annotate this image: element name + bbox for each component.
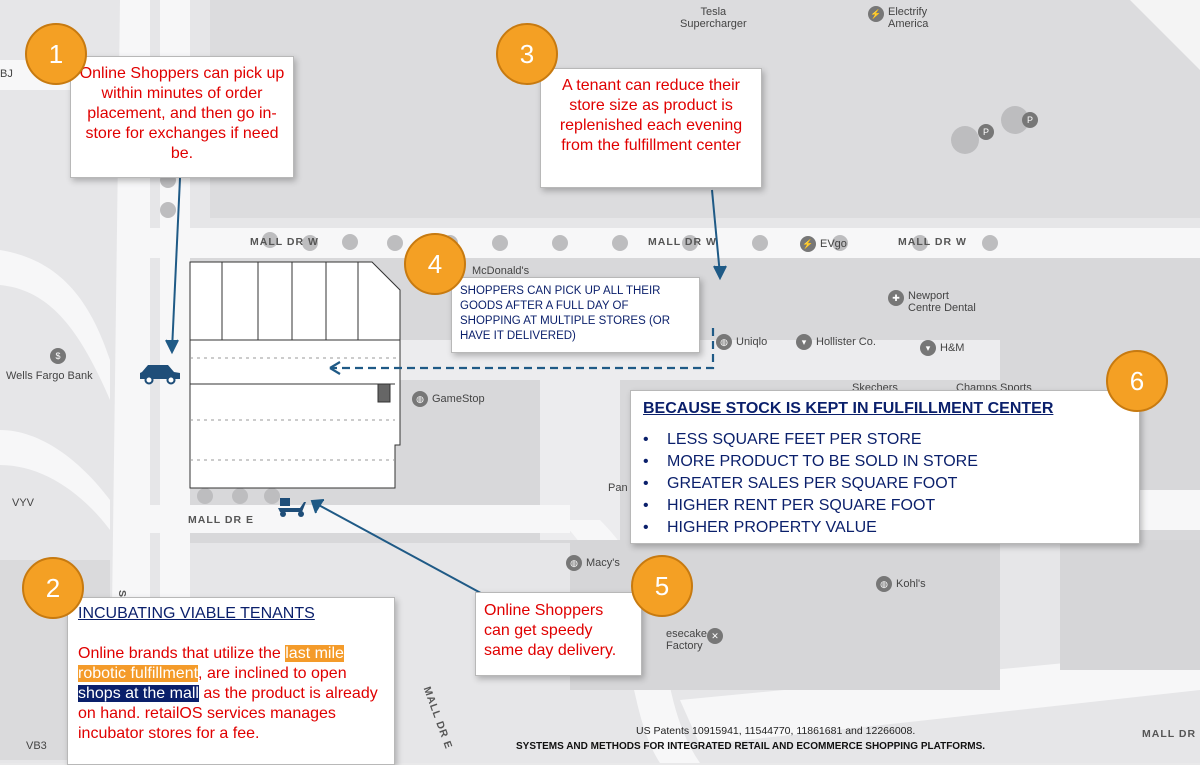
- poi-newport-centre-dental: ✚Newport Centre Dental: [888, 290, 976, 314]
- poi-macys: ◍ Macy's: [566, 555, 620, 571]
- callout-6-title: BECAUSE STOCK IS KEPT IN FULFILLMENT CEN…: [643, 400, 1054, 417]
- shirt-icon: ▾: [920, 340, 936, 356]
- poi-kohls-label: Kohl's: [896, 577, 926, 590]
- poi-uniqlo: ◍ Uniqlo: [716, 334, 767, 350]
- poi-cheesecake-factory: esecake Factory✕: [666, 628, 727, 652]
- callout-6-list: LESS SQUARE FEET PER STORE MORE PRODUCT …: [643, 429, 1127, 539]
- callout-4-number: 4: [404, 233, 466, 295]
- callout-2-text-a: Online brands that utilize the: [78, 645, 286, 662]
- shopping-bag-icon: ◍: [876, 576, 892, 592]
- pickup-dashed-arrow: [329, 328, 715, 375]
- poi-bj: BJ: [0, 68, 13, 80]
- callout-6-item: LESS SQUARE FEET PER STORE: [643, 429, 1127, 451]
- callout-2-text-c: as the product is already on hand. retai…: [78, 685, 378, 742]
- patents-footnote: US Patents 10915941, 11544770, 11861681 …: [636, 725, 916, 737]
- callout-5-text: Online Shoppers can get speedy same day …: [484, 602, 617, 659]
- bank-icon: $: [50, 348, 70, 364]
- poi-uniqlo-label: Uniqlo: [736, 335, 768, 348]
- poi-gamestop: ◍ GameStop: [412, 391, 485, 407]
- poi-tesla-supercharger: Tesla Supercharger: [680, 6, 747, 30]
- callout-3-text: A tenant can reduce their store size as …: [559, 77, 743, 154]
- callout-2-highlight-shops: shops at the mall: [78, 685, 199, 702]
- shirt-icon: ▾: [796, 334, 812, 350]
- poi-cheesecake-label: esecake Factory: [666, 628, 707, 652]
- arterial-road: [110, 0, 150, 763]
- poi-hollister-label: Hollister Co.: [816, 335, 876, 348]
- callout-5-box: Online Shoppers can get speedy same day …: [475, 592, 642, 676]
- road-label-mall-dr-w-mid: MALL DR W: [648, 236, 717, 248]
- poi-evgo: ⚡ EVgo: [800, 236, 847, 252]
- callout-1-text: Online Shoppers can pick up within minut…: [79, 65, 285, 162]
- fulfillment-center-floorplan: [189, 261, 401, 489]
- shopping-bag-icon: ◍: [716, 334, 732, 350]
- callout-2-box: INCUBATING VIABLE TENANTS Online brands …: [67, 597, 395, 765]
- poi-hm-label: H&M: [940, 341, 965, 354]
- ev-charger-icon: ⚡: [800, 236, 816, 252]
- callout-6-item: GREATER SALES PER SQUARE FOOT: [643, 473, 1127, 495]
- callout-6-item: MORE PRODUCT TO BE SOLD IN STORE: [643, 451, 1127, 473]
- poi-macys-label: Macy's: [586, 556, 620, 569]
- callout-2-title: INCUBATING VIABLE TENANTS: [78, 605, 315, 622]
- mall-dr-w-road: [150, 228, 1200, 258]
- poi-vyv: VYV: [12, 497, 35, 509]
- callout-1-number: 1: [25, 23, 87, 85]
- callout-4-box: SHOPPERS CAN PICK UP ALL THEIR GOODS AFT…: [451, 277, 700, 353]
- shopping-bag-icon: ◍: [566, 555, 582, 571]
- poi-hm: ▾ H&M: [920, 340, 964, 356]
- callout-6-box: BECAUSE STOCK IS KEPT IN FULFILLMENT CEN…: [630, 390, 1140, 544]
- shopping-bag-icon: ◍: [412, 391, 428, 407]
- road-label-mall-dr-e-left: MALL DR E: [188, 514, 254, 526]
- callout-6-item: HIGHER RENT PER SQUARE FOOT: [643, 495, 1127, 517]
- callout-6-item: HIGHER PROPERTY VALUE: [643, 517, 1127, 539]
- callout-5-number: 5: [631, 555, 693, 617]
- poi-mcdonalds: McDonald's: [472, 265, 530, 277]
- poi-vb3: VB3: [26, 740, 47, 752]
- poi-gamestop-label: GameStop: [432, 392, 485, 405]
- callout-2-text-b: , are inclined to open: [198, 665, 347, 682]
- callout-6-number: 6: [1106, 350, 1168, 412]
- road-label-mall-dr-e-bottom: MALL DR E: [1142, 728, 1200, 740]
- road-label-mall-dr-w-right: MALL DR W: [898, 236, 967, 248]
- delivery-scooter-icon: [278, 498, 306, 517]
- restaurant-icon: ✕: [706, 628, 723, 644]
- poi-electrify-america: ⚡Electrify America: [868, 6, 928, 30]
- callout-3-box: A tenant can reduce their store size as …: [540, 68, 762, 188]
- callout-3-arrow: [711, 189, 727, 281]
- road-label-mall-dr-w-left: MALL DR W: [250, 236, 319, 248]
- callout-3-number: 3: [496, 23, 558, 85]
- callout-1-arrow: [165, 177, 181, 355]
- parking-icon: P: [1022, 112, 1042, 128]
- dental-icon: ✚: [888, 290, 904, 306]
- callout-4-text: SHOPPERS CAN PICK UP ALL THEIR GOODS AFT…: [460, 285, 671, 342]
- poi-electrify-label: Electrify America: [888, 6, 929, 30]
- callout-5-arrow: [310, 499, 491, 599]
- poi-kohls: ◍ Kohl's: [876, 576, 926, 592]
- poi-hollister: ▾ Hollister Co.: [796, 334, 876, 350]
- patent-title-footnote: SYSTEMS AND METHODS FOR INTEGRATED RETAI…: [516, 741, 986, 752]
- callout-2-body: Online brands that utilize the last mile…: [78, 644, 384, 744]
- parking-icon: P: [978, 124, 998, 140]
- ev-charger-icon: ⚡: [868, 6, 884, 22]
- callout-2-number: 2: [22, 557, 84, 619]
- poi-pan: Pan: [608, 482, 628, 494]
- poi-evgo-label: EVgo: [820, 237, 847, 250]
- poi-wells-fargo: Wells Fargo Bank: [6, 370, 93, 382]
- poi-dental-label: Newport Centre Dental: [908, 290, 976, 314]
- callout-1-box: Online Shoppers can pick up within minut…: [70, 56, 294, 178]
- car-icon: [140, 365, 180, 385]
